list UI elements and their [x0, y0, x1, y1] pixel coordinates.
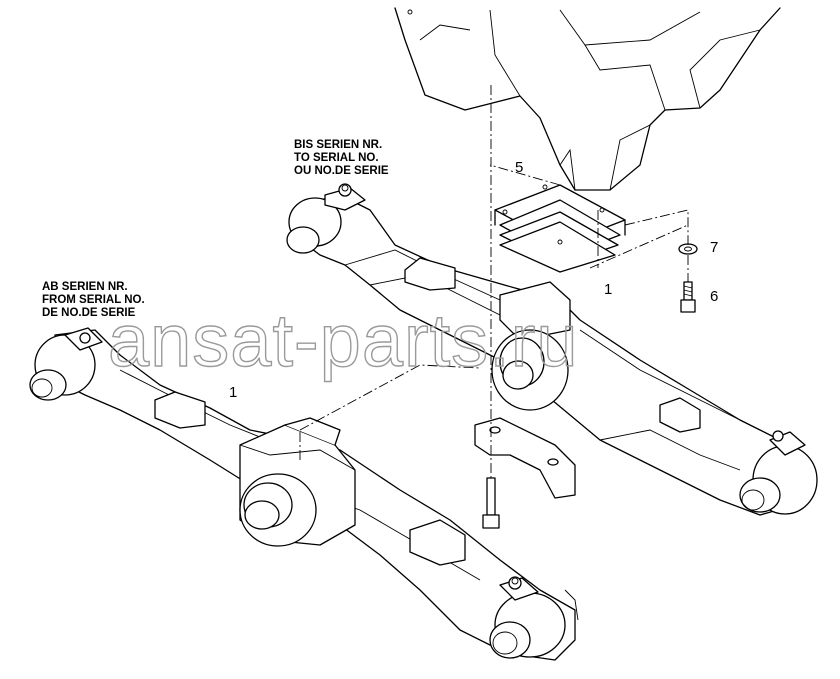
svg-text:DE NO.DE SERIE: DE NO.DE SERIE	[42, 307, 136, 319]
bolt	[680, 281, 696, 313]
washer	[678, 243, 698, 255]
svg-text:FROM SERIAL NO.: FROM SERIAL NO.	[42, 294, 145, 306]
watermark: ansat-parts.ru	[108, 299, 579, 382]
bis-serial-label: BIS SERIEN NR. TO SERIAL NO. OU NO.DE SE…	[294, 139, 389, 177]
frame-housing	[394, 7, 781, 191]
svg-text:BIS SERIEN NR.: BIS SERIEN NR.	[294, 139, 382, 151]
callout-6: 6	[710, 288, 718, 305]
rear-axle-beam	[286, 183, 818, 516]
callout-1-rear: 1	[604, 281, 612, 298]
svg-text:TO SERIAL NO.: TO SERIAL NO.	[294, 152, 379, 164]
mount-pad-stack	[494, 184, 626, 273]
callout-1-front: 1	[229, 384, 237, 401]
clamp-bolt	[482, 477, 500, 529]
callout-7: 7	[710, 239, 718, 256]
svg-text:OU NO.DE SERIE: OU NO.DE SERIE	[294, 165, 389, 177]
callout-5: 5	[515, 159, 523, 176]
assembly-lines	[299, 85, 689, 480]
front-axle-beam	[29, 327, 579, 661]
ab-serial-label: AB SERIEN NR. FROM SERIAL NO. DE NO.DE S…	[42, 281, 145, 319]
bearing-clamp	[474, 417, 576, 499]
svg-text:AB SERIEN NR.: AB SERIEN NR.	[42, 281, 128, 293]
